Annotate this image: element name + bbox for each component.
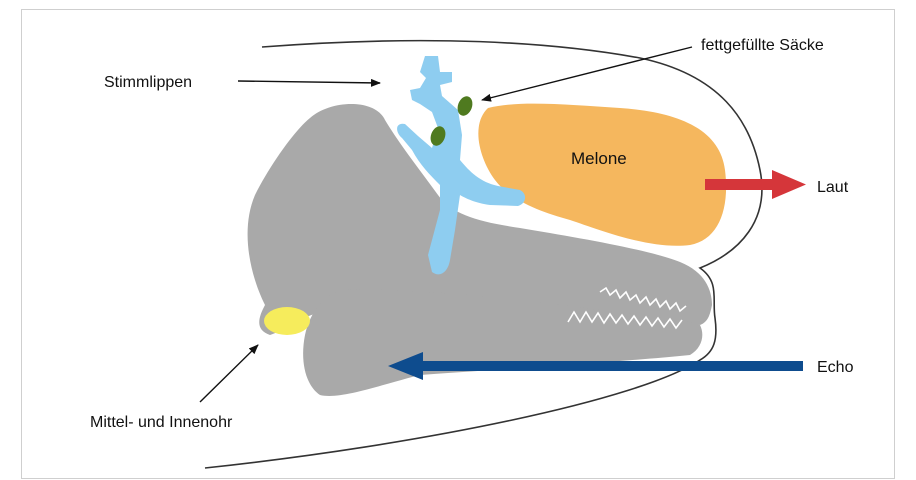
label-melon: Melone [571,149,627,168]
vocal-lips-pointer [238,81,380,83]
label-fat-sacs: fettgefüllte Säcke [701,37,824,54]
ear-pointer [200,345,258,402]
label-vocal-lips: Stimmlippen [104,74,192,91]
melon [478,104,726,246]
fat-sacs-pointer [482,47,692,100]
label-ear: Mittel- und Innenohr [90,414,233,431]
label-echo: Echo [817,359,854,376]
label-sound: Laut [817,179,849,196]
ear [264,307,310,335]
